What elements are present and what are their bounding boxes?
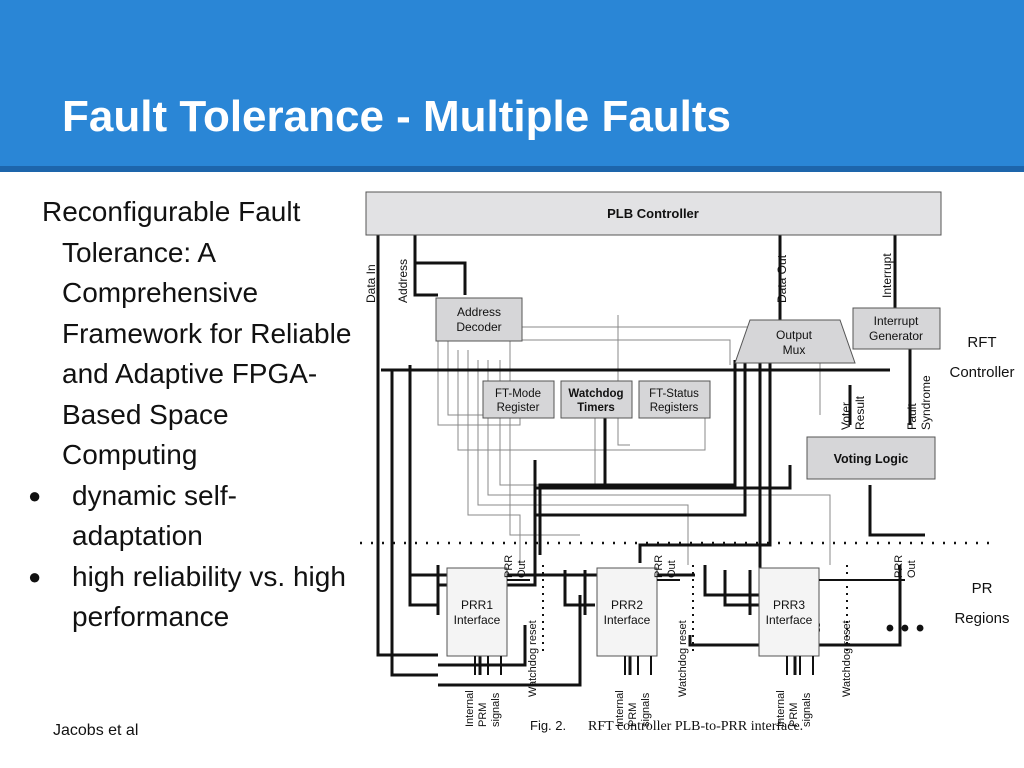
prr3-out-label2: Out bbox=[906, 560, 918, 578]
ft-mode-line1: FT-Mode bbox=[495, 388, 541, 400]
prr1-watchdog-reset: Watchdog reset bbox=[527, 620, 539, 697]
voting-logic-label: Voting Logic bbox=[834, 452, 909, 466]
prr2-out-label1: PRR bbox=[653, 555, 665, 578]
bullet-item: ●dynamic self-adaptation bbox=[28, 479, 237, 552]
address-label: Address bbox=[396, 259, 410, 303]
address-decoder-line1: Address bbox=[457, 305, 501, 319]
interrupt-generator-line1: Interrupt bbox=[874, 314, 919, 328]
prr1-out-label2: Out bbox=[516, 560, 528, 578]
watchdog-timers-block bbox=[560, 380, 633, 419]
paper-reference: Reconfigurable Fault Tolerance: A Compre… bbox=[42, 196, 352, 470]
rft-label-line1: RFT bbox=[967, 334, 996, 351]
prr3-signals-label: signals bbox=[801, 692, 813, 727]
interrupt-label: Interrupt bbox=[880, 253, 894, 298]
prr2-prm-label: PRM bbox=[627, 703, 639, 727]
prr2-out-label2: Out bbox=[666, 560, 678, 578]
plb-controller-label: PLB Controller bbox=[607, 206, 699, 221]
prr1-out-label1: PRR bbox=[503, 555, 515, 578]
figure-caption: RFT controller PLB-to-PRR interface. bbox=[588, 719, 803, 734]
prr2-name: PRR2 bbox=[611, 598, 643, 612]
bullet-text: high reliability vs. high performance bbox=[72, 560, 346, 633]
prr2-internal-label: Internal bbox=[614, 690, 626, 727]
address-decoder-line2: Decoder bbox=[456, 320, 501, 334]
prr3-out-label1: PRR bbox=[893, 555, 905, 578]
figure-number: Fig. 2. bbox=[530, 718, 566, 733]
output-mux-line1: Output bbox=[776, 328, 813, 342]
fault-label: Fault bbox=[905, 403, 919, 430]
prr1-signals-label: signals bbox=[490, 692, 502, 727]
watchdog-timers-line2: Timers bbox=[577, 402, 615, 414]
watchdog-timers-line1: Watchdog bbox=[568, 388, 623, 400]
prr1-prm-label: PRM bbox=[477, 703, 489, 727]
interrupt-generator-line2: Generator bbox=[869, 329, 923, 343]
prr2-interface-block bbox=[596, 567, 658, 657]
plb-controller-block bbox=[365, 191, 942, 236]
result-label: Result bbox=[853, 395, 867, 430]
bullet-item: ●high reliability vs. high performance bbox=[28, 560, 346, 633]
output-mux-block bbox=[734, 319, 856, 364]
prr2-signals-label: signals bbox=[640, 692, 652, 727]
prr3-internal-label: Internal bbox=[775, 690, 787, 727]
voting-logic-block bbox=[806, 436, 936, 480]
prr-wiring bbox=[474, 579, 905, 675]
ft-status-line2: Registers bbox=[650, 402, 699, 414]
watchdog-reset-wires bbox=[542, 565, 848, 655]
prr1-name: PRR1 bbox=[461, 598, 493, 612]
prr3-watchdog-reset: Watchdog reset bbox=[841, 620, 853, 697]
prr1-iface: Interface bbox=[454, 613, 501, 627]
ft-status-registers-block bbox=[638, 380, 711, 419]
pr-label-line2: Regions bbox=[954, 610, 1009, 627]
prr3-interface-block bbox=[758, 567, 820, 657]
more-regions-ellipsis: • • • bbox=[886, 615, 925, 642]
prr1-interface-block bbox=[446, 567, 508, 657]
rft-label-line2: Controller bbox=[949, 364, 1014, 381]
prr3-name: PRR3 bbox=[773, 598, 805, 612]
title-bar bbox=[0, 0, 1024, 166]
prr3-iface: Interface bbox=[766, 613, 813, 627]
prr2-watchdog-reset: Watchdog reset bbox=[677, 620, 689, 697]
output-mux-line2: Mux bbox=[783, 343, 806, 357]
prr2-iface: Interface bbox=[604, 613, 651, 627]
title-bar-rule bbox=[0, 166, 1024, 172]
citation: Jacobs et al bbox=[53, 722, 139, 739]
data-out-label: Data Out bbox=[775, 254, 789, 303]
syndrome-label: Syndrome bbox=[919, 375, 933, 430]
rft-interface-diagram: PLB Controller Data In Address Data Out … bbox=[360, 191, 1015, 734]
ft-status-line1: FT-Status bbox=[649, 388, 699, 400]
slide-body: Reconfigurable Fault Tolerance: A Compre… bbox=[20, 192, 365, 638]
voter-label: Voter bbox=[839, 402, 853, 430]
interrupt-generator-block bbox=[852, 307, 941, 350]
address-decoder-block bbox=[435, 297, 523, 342]
ft-mode-line2: Register bbox=[497, 402, 540, 414]
bullet-text: dynamic self-adaptation bbox=[72, 479, 237, 552]
slide-title: Fault Tolerance - Multiple Faults bbox=[62, 92, 732, 141]
data-in-label: Data In bbox=[364, 264, 378, 303]
ft-mode-register-block bbox=[482, 380, 555, 419]
pr-label-line1: PR bbox=[972, 580, 993, 597]
prr1-internal-label: Internal bbox=[464, 690, 476, 727]
prr3-prm-label: PRM bbox=[788, 703, 800, 727]
